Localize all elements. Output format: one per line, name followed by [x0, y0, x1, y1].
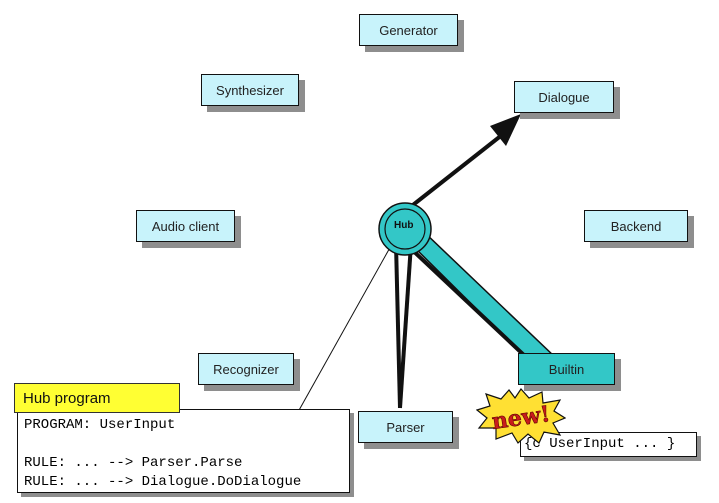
starburst-icon: [476, 388, 566, 444]
recognizer-node[interactable]: Recognizer: [198, 353, 294, 385]
hub-program-title: Hub program: [14, 383, 180, 413]
hub-parser-line: [394, 243, 402, 409]
hub-builtin-wedge: [410, 230, 558, 359]
program-line: PROGRAM: UserInput: [24, 417, 176, 433]
builtin-code-snippet: {c UserInput ... }: [520, 432, 697, 457]
builtin-node[interactable]: Builtin: [518, 353, 615, 385]
hub-builtin-return-line: [406, 244, 529, 360]
synthesizer-node[interactable]: Synthesizer: [201, 74, 299, 106]
backend-node[interactable]: Backend: [584, 210, 688, 242]
audio-client-node[interactable]: Audio client: [136, 210, 235, 242]
parser-node[interactable]: Parser: [358, 411, 453, 443]
hub-program-box: PROGRAM: UserInput RULE: ... --> Parser.…: [17, 409, 350, 493]
program-line: RULE: ... --> Parser.Parse: [24, 455, 243, 471]
dialogue-node[interactable]: Dialogue: [514, 81, 614, 113]
hub-dialogue-arrow-line: [402, 129, 509, 214]
program-line: [24, 435, 349, 454]
generator-node[interactable]: Generator: [359, 14, 458, 46]
hub-label: Hub: [394, 220, 414, 231]
hub-program-callout-line: [297, 243, 393, 413]
program-line: RULE: ... --> Dialogue.DoDialogue: [24, 474, 302, 490]
hub-dialogue-arrowhead: [490, 114, 521, 146]
new-starburst-badge: new!: [476, 388, 566, 444]
hub-node-inner: [384, 208, 426, 250]
parser-hub-return-line: [398, 243, 413, 409]
hub-node-outer[interactable]: [378, 202, 432, 256]
